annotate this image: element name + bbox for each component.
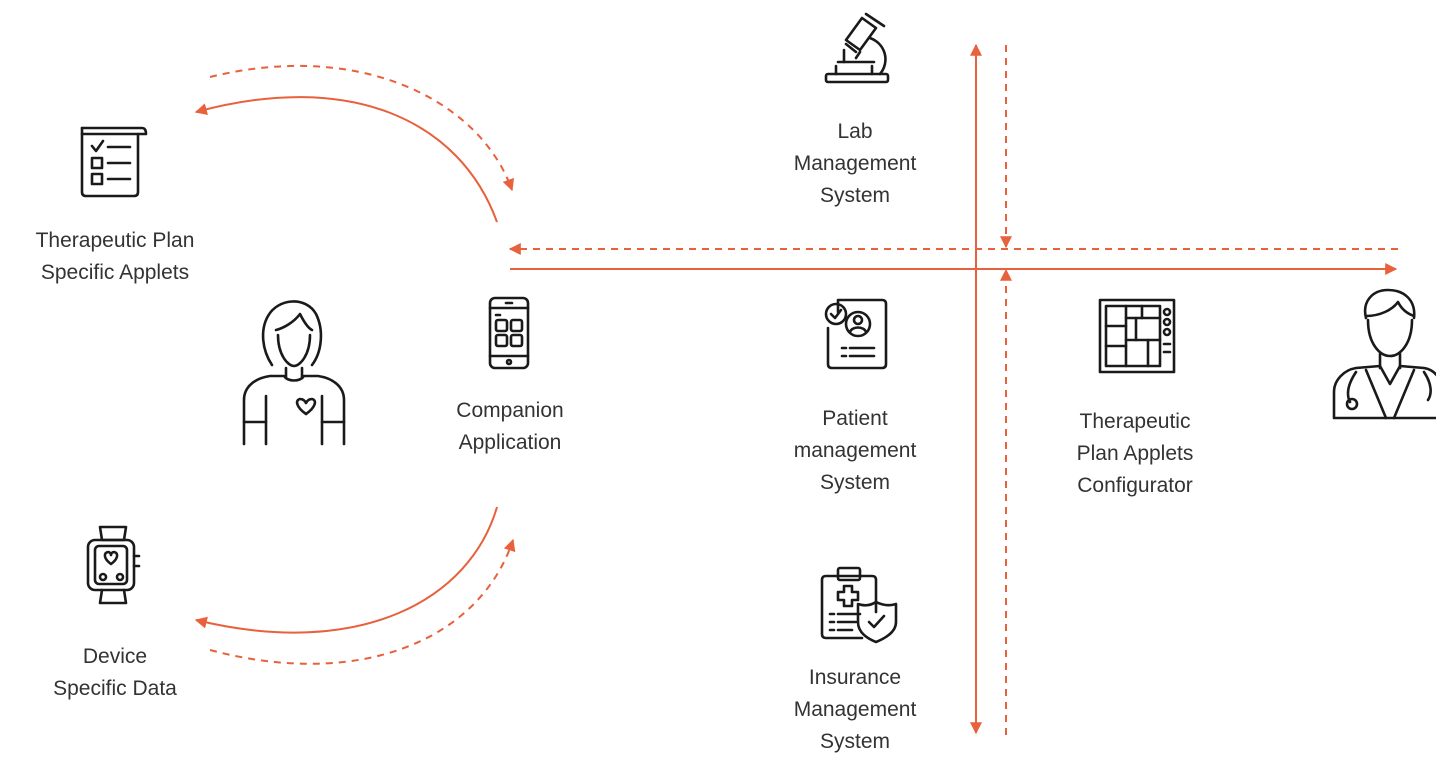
layout-grid-icon bbox=[1098, 298, 1176, 374]
device-data-label: Device Specific Data bbox=[20, 641, 210, 705]
lab-system-label: Lab Management System bbox=[770, 116, 940, 212]
patient-icon bbox=[242, 300, 346, 446]
therapeutic-applets-label: Therapeutic Plan Specific Applets bbox=[0, 225, 230, 289]
patient-profile-icon bbox=[824, 298, 888, 370]
insurance-system-line1: Insurance bbox=[808, 666, 902, 689]
arc-bottom-dashed bbox=[209, 538, 516, 665]
arc-top-dashed bbox=[209, 64, 515, 192]
insurance-system-line2: Management bbox=[793, 698, 917, 721]
patient-mgmt-label: Patient management System bbox=[770, 403, 940, 499]
companion-app-line2: Application bbox=[458, 431, 562, 454]
insurance-system-label: Insurance Management System bbox=[770, 662, 940, 758]
lab-system-line2: Management bbox=[793, 152, 917, 175]
lab-system-line3: System bbox=[819, 184, 890, 207]
patient-mgmt-line3: System bbox=[819, 471, 890, 494]
device-data-line1: Device bbox=[82, 645, 148, 668]
arc-top-solid bbox=[194, 96, 498, 223]
checklist-icon bbox=[80, 126, 148, 198]
insurance-clipboard-icon bbox=[820, 566, 898, 644]
arc-bottom-solid bbox=[194, 506, 498, 634]
configurator-line3: Configurator bbox=[1077, 474, 1193, 497]
configurator-line2: Plan Applets bbox=[1076, 442, 1194, 465]
lab-system-line1: Lab bbox=[837, 120, 873, 143]
connectors bbox=[194, 43, 1398, 735]
patient-mgmt-line1: Patient bbox=[822, 407, 888, 430]
smartwatch-icon bbox=[86, 525, 141, 605]
companion-app-line1: Companion bbox=[456, 399, 564, 422]
insurance-system-line3: System bbox=[819, 730, 890, 753]
microscope-icon bbox=[824, 12, 890, 84]
configurator-line1: Therapeutic bbox=[1079, 410, 1191, 433]
doctor-icon bbox=[1332, 288, 1436, 420]
companion-app-label: Companion Application bbox=[420, 395, 600, 459]
configurator-label: Therapeutic Plan Applets Configurator bbox=[1040, 406, 1230, 502]
therapeutic-applets-line2: Specific Applets bbox=[40, 261, 190, 284]
smartphone-icon bbox=[488, 296, 530, 370]
device-data-line2: Specific Data bbox=[53, 677, 177, 700]
patient-mgmt-line2: management bbox=[793, 439, 917, 462]
therapeutic-applets-line1: Therapeutic Plan bbox=[35, 229, 195, 252]
